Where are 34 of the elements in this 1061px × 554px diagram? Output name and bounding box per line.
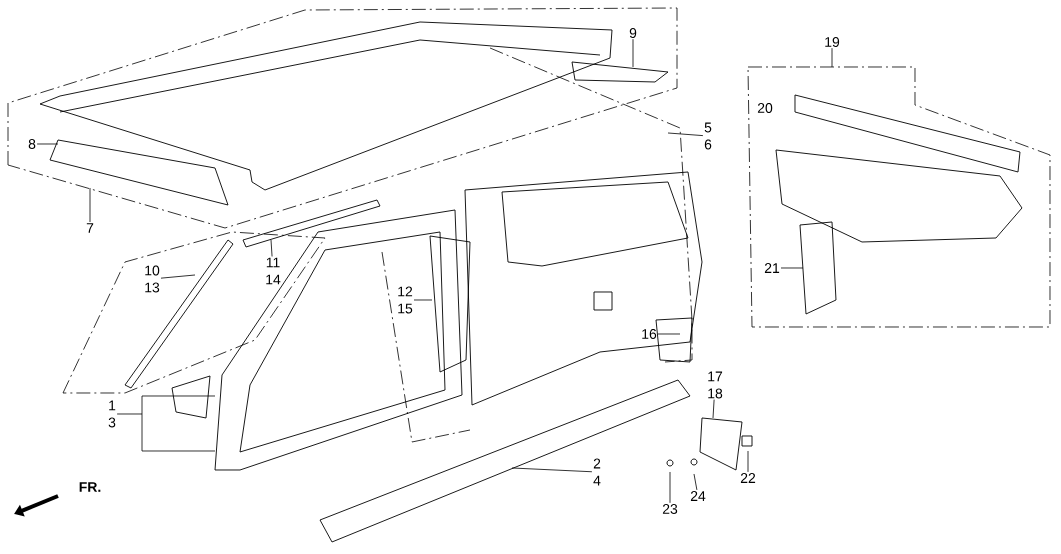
leader-line (89, 187, 91, 223)
callout-number: 22 (740, 473, 756, 483)
callout-number: 8 (28, 139, 36, 149)
callout-number: 19 (825, 37, 840, 47)
callout-number: 20 (757, 103, 773, 113)
callout-number: 1 3 (108, 400, 116, 428)
callout-number: 21 (764, 263, 780, 273)
leader-line (780, 267, 804, 269)
callout-number: FR. (79, 482, 101, 492)
leader-line (511, 467, 593, 473)
leader-line (632, 38, 634, 68)
leader-line (160, 274, 196, 279)
leader-line (116, 413, 143, 415)
callout-number: 7 (86, 223, 94, 233)
callout-number: 2 4 (593, 458, 601, 486)
callout-number: 12 15 (398, 286, 413, 314)
callout-number: 23 (662, 504, 678, 514)
leader-line (667, 132, 704, 136)
callout-number: 16 (642, 329, 657, 339)
leader-line (413, 299, 433, 301)
leader-line (747, 450, 749, 473)
callout-number: 10 13 (145, 265, 160, 293)
leader-line (36, 143, 59, 145)
leader-line (270, 239, 273, 257)
leader-line (712, 399, 715, 419)
leader-line (693, 473, 698, 491)
leader-line (831, 47, 833, 68)
callout-number: 11 14 (266, 257, 281, 285)
callout-number: 24 (690, 491, 706, 501)
leader-line (669, 471, 671, 504)
callout-number: 17 18 (708, 371, 723, 399)
callout-number: 9 (629, 28, 637, 38)
leader-line (657, 333, 681, 335)
callout-number: 5 6 (704, 122, 712, 150)
